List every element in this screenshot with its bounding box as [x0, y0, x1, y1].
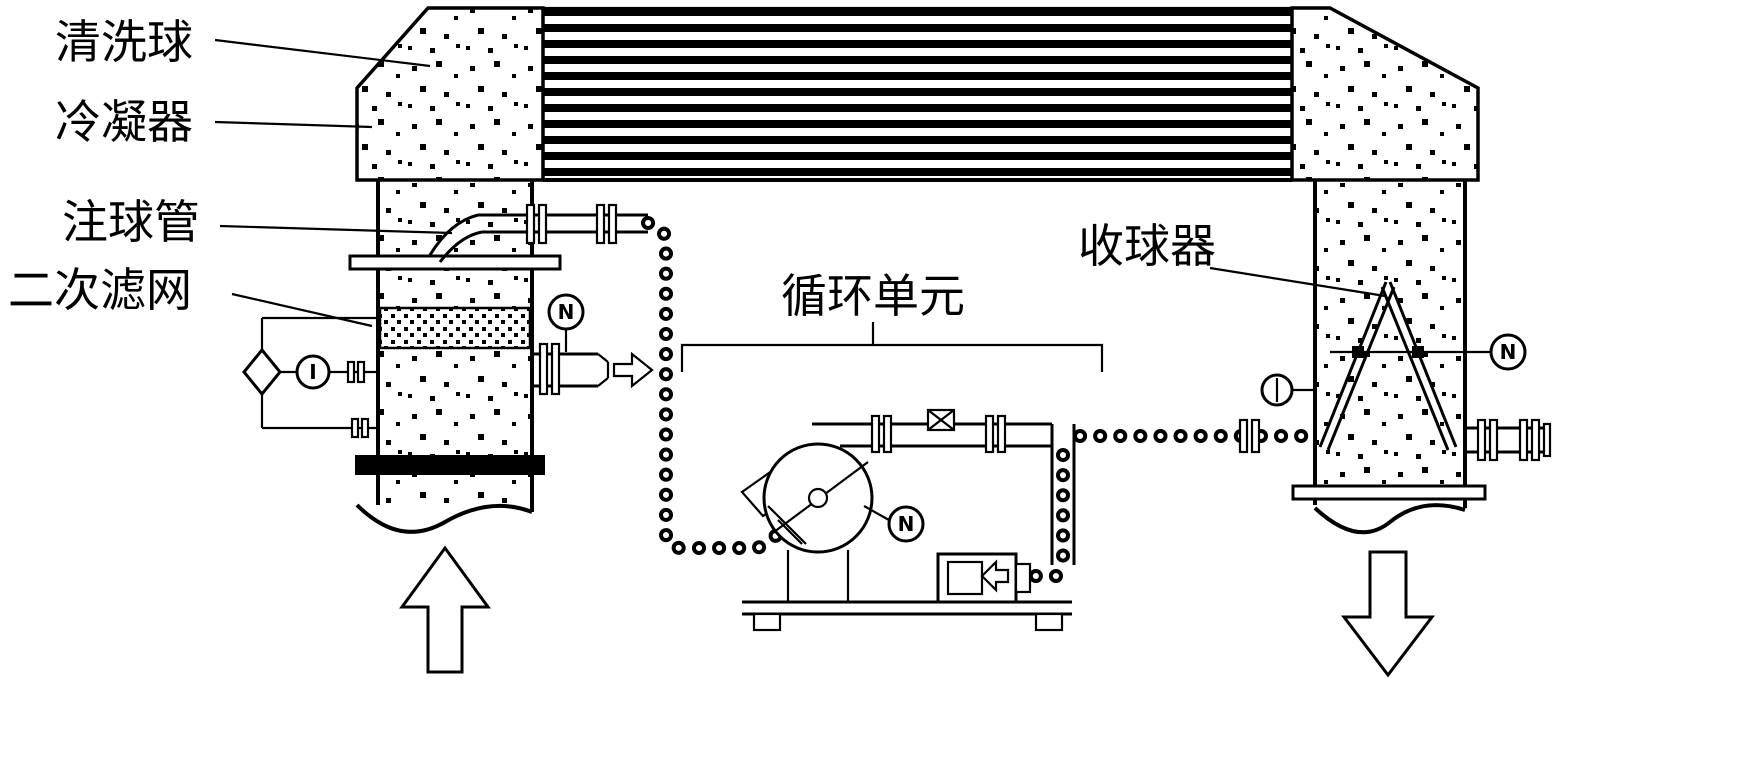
leader-injection-pipe	[219, 224, 453, 235]
leader-cleaning-ball	[214, 38, 431, 68]
flow-arrow-left-icon	[980, 559, 1010, 593]
collector-gauge-icon	[1489, 333, 1527, 371]
injection-elbow-outer	[428, 213, 479, 256]
pump-gauge-label: N	[898, 512, 915, 536]
secondary-filter-screen	[378, 306, 532, 350]
dp-bottom-flange-b	[360, 417, 370, 439]
left-pipe-break-wave	[355, 503, 533, 534]
discharge-flange-c	[984, 414, 995, 454]
base-foot-left	[752, 612, 782, 632]
injection-pipe	[428, 203, 648, 263]
outlet-taper-bottom	[597, 377, 609, 387]
stub-flange-d	[1530, 418, 1541, 462]
collector-leg-right-outer	[1388, 281, 1458, 448]
injection-flange-a	[525, 203, 536, 245]
base-foot-right	[1034, 612, 1064, 632]
stub-flange-a	[1476, 418, 1487, 462]
label-ball-collector: 收球器	[1078, 221, 1216, 272]
condenser-assembly	[355, 6, 1480, 182]
return-flange-a	[1238, 418, 1249, 454]
stub-flange-c	[1518, 418, 1529, 462]
collector-leg-left-inner	[1326, 286, 1396, 451]
motor-inner	[946, 560, 984, 596]
left-pipe-flange	[348, 254, 562, 271]
leader-secondary-filter	[231, 292, 373, 328]
stub-end-cap	[1542, 422, 1552, 458]
dp-diamond-icon	[242, 347, 282, 397]
outlet-flange-a	[538, 342, 549, 396]
circulation-unit: N	[680, 322, 1104, 632]
motor-end-cap	[1014, 562, 1032, 594]
dp-bottom-flange-a	[350, 417, 360, 439]
pump-hatch-2	[767, 505, 807, 545]
dp-gauge-icon	[295, 354, 331, 390]
dp-branch-flange-b	[356, 360, 366, 384]
right-pipe-flange	[1291, 484, 1487, 501]
return-flange-b	[1250, 418, 1261, 454]
label-cleaning-ball: 清洗球	[55, 17, 193, 68]
outlet-flange-b	[550, 342, 561, 396]
label-condenser: 冷凝器	[55, 97, 193, 148]
right-pipe-break-wave	[1313, 503, 1466, 535]
left-water-chamber	[355, 6, 545, 182]
collector-leg-left-outer	[1318, 281, 1388, 448]
outlet-taper-top	[597, 353, 609, 363]
discharge-valve-x2	[927, 409, 955, 431]
circulation-bracket	[680, 343, 1104, 372]
collector-leg-right-inner	[1380, 286, 1450, 451]
left-water-pipe	[348, 180, 562, 534]
collector-tap-right	[1412, 346, 1424, 358]
injection-flange-b	[537, 203, 548, 245]
flow-arrow-right-icon	[612, 351, 654, 389]
discharge-flange-a	[870, 414, 881, 454]
injection-flange-d	[607, 203, 618, 245]
collector-gauge-label: N	[1500, 340, 1517, 364]
outlet-gauge-label: N	[558, 300, 575, 324]
condenser-tube-bundle	[543, 8, 1292, 178]
discharge-flange-b	[882, 414, 893, 454]
outlet-gauge-icon	[547, 293, 585, 331]
label-injection-pipe: 注球管	[62, 197, 200, 248]
ball-line-return	[1073, 418, 1322, 454]
stub-flange-b	[1488, 418, 1499, 462]
dp-branch-flange-a	[346, 360, 356, 384]
pump-gauge-stem	[863, 505, 890, 521]
dp-gauge-label: I	[309, 360, 316, 384]
injection-elbow-inner	[438, 230, 483, 263]
left-pipe-black-band	[355, 455, 545, 475]
discharge-flange-d	[996, 414, 1007, 454]
inlet-up-arrow-icon	[399, 545, 491, 674]
label-secondary-filter: 二次滤网	[8, 265, 192, 316]
outlet-down-arrow-icon	[1340, 550, 1436, 678]
right-pipe-interior	[1317, 183, 1463, 486]
pump-gauge-icon	[887, 505, 925, 543]
pump-hatch-1	[777, 519, 803, 545]
leader-ball-collector	[1209, 266, 1386, 298]
dp-instrument-loop: I	[242, 316, 378, 439]
label-circulation-unit: 循环单元	[781, 271, 965, 322]
right-water-chamber	[1290, 6, 1480, 182]
right-water-pipe: N	[1260, 180, 1552, 535]
ball-line-down-white	[645, 220, 793, 551]
pump-hub	[807, 487, 829, 509]
leader-condenser	[214, 120, 373, 129]
injection-flange-c	[595, 203, 606, 245]
ball-line-injection	[641, 216, 797, 555]
collector-tap-left	[1352, 346, 1364, 358]
filter-outlet-pipe: N	[532, 293, 654, 396]
labels: 清洗球 冷凝器 注球管 二次滤网 循环单元 收球器	[8, 17, 1386, 328]
